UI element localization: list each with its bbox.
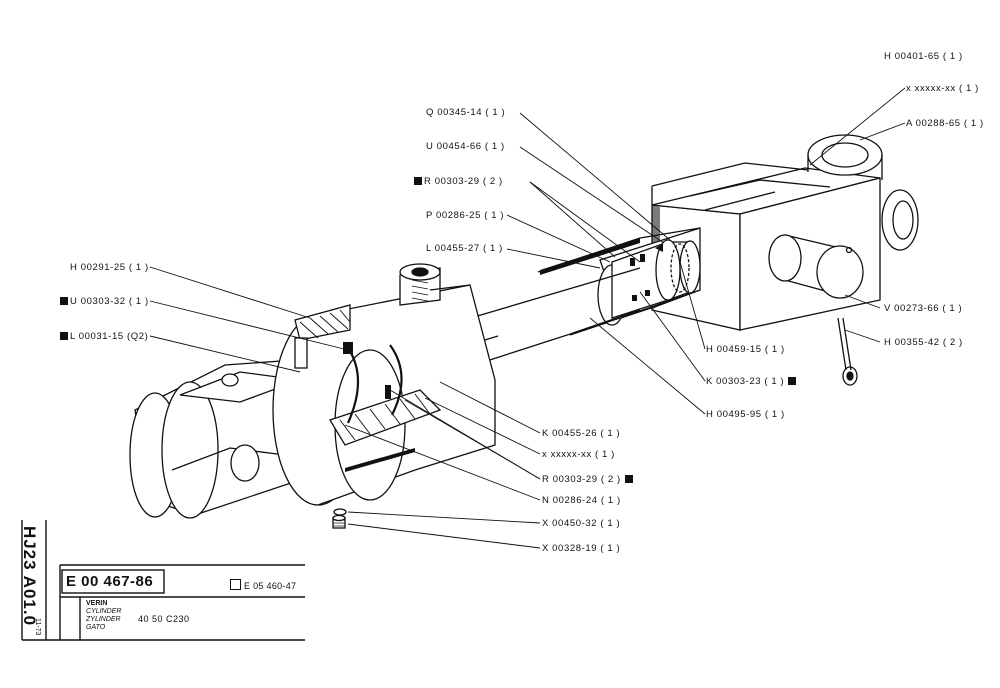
- drawing-date: 11-73: [34, 618, 41, 636]
- title-block-frame: [21, 520, 305, 641]
- callout-h00291-25: H 00291-25 ( 1 ): [70, 262, 149, 273]
- cotter-pin: [837, 317, 858, 386]
- marked-square: [60, 332, 68, 340]
- reference-checkbox: [230, 579, 241, 590]
- callout-a00288-65: A 00288-65 ( 1 ): [906, 118, 984, 129]
- callout-r00303-29-upper: R 00303-29 ( 2 ): [414, 176, 503, 187]
- callout-u00303-32: U 00303-32 ( 1 ): [60, 296, 149, 307]
- callout-h00495-95: H 00495-95 ( 1 ): [706, 409, 785, 420]
- part-name-fr: VERIN: [86, 600, 108, 607]
- gland-body: [272, 263, 496, 506]
- callout-h00401-65: H 00401-65 ( 1 ): [884, 51, 963, 62]
- callout-k00303-23: K 00303-23 ( 1 ): [706, 376, 797, 387]
- part-number: E 00 467-86: [66, 573, 154, 590]
- callout-v00273-66: V 00273-66 ( 1 ): [884, 303, 963, 314]
- piston-with-seals: [611, 239, 701, 319]
- grease-nipple-and-washer: [332, 508, 347, 529]
- leader-lines: [149, 87, 906, 549]
- part-spec: 40 50 C230: [138, 614, 190, 624]
- callout-l00031-15: L 00031-15 (Q2): [60, 331, 148, 342]
- pin-v00273: [768, 234, 864, 299]
- part-name-de: ZYLINDER: [86, 616, 121, 623]
- part-name-list: VERIN CYLINDER ZYLINDER GATO: [86, 600, 121, 632]
- marked-square: [60, 297, 68, 305]
- drawing-code: HJ23 A01.0: [20, 525, 39, 627]
- callout-xxxxxx-top: x xxxxx-xx ( 1 ): [906, 83, 979, 94]
- marked-square: [788, 377, 797, 385]
- part-name-en: CYLINDER: [86, 608, 122, 615]
- callout-l00455-27: L 00455-27 ( 1 ): [426, 243, 503, 254]
- reference-number: E 05 460-47: [230, 579, 296, 591]
- callout-n00286-24: N 00286-24 ( 1 ): [542, 495, 621, 506]
- callout-x00450-32: X 00450-32 ( 1 ): [542, 518, 621, 529]
- callout-u00454-66: U 00454-66 ( 1 ): [426, 141, 505, 152]
- marked-square: [624, 475, 633, 483]
- callout-xxxxxx-lower: x xxxxx-xx ( 1 ): [542, 449, 615, 460]
- callout-h00355-42: H 00355-42 ( 2 ): [884, 337, 963, 348]
- callout-x00328-19: X 00328-19 ( 1 ): [542, 543, 621, 554]
- callout-k00455-26: K 00455-26 ( 1 ): [542, 428, 621, 439]
- marked-square: [414, 177, 422, 185]
- callout-h00459-15: H 00459-15 ( 1 ): [706, 344, 785, 355]
- callout-q00345-14: Q 00345-14 ( 1 ): [426, 107, 506, 118]
- callout-p00286-25: P 00286-25 ( 1 ): [426, 210, 505, 221]
- callout-r00303-29-lower: R 00303-29 ( 2 ): [542, 474, 633, 485]
- part-name-es: GATO: [86, 624, 106, 631]
